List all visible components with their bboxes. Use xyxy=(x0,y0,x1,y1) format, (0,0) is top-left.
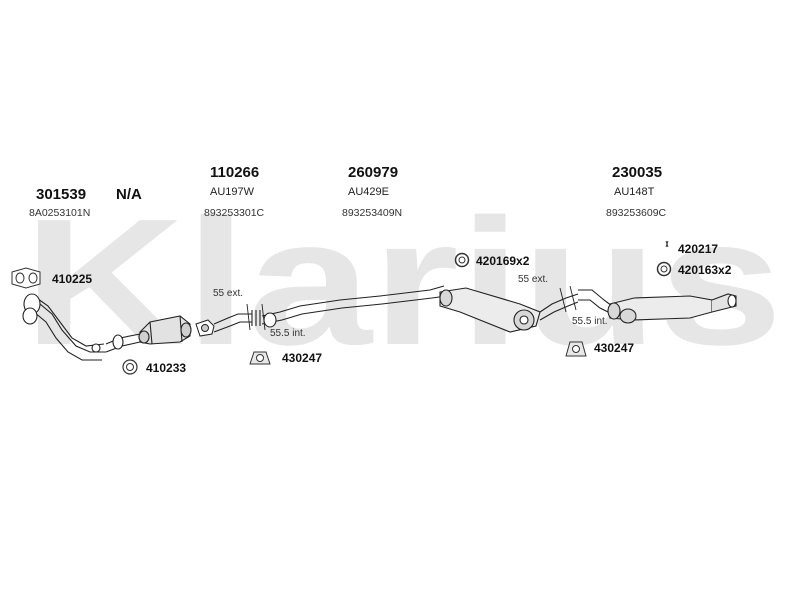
watermark-logo: Klarius xyxy=(18,182,788,383)
accessory-part-no: 420163x2 xyxy=(678,263,732,277)
group-part-no: 230035 xyxy=(612,164,663,181)
gasket-410225-icon xyxy=(11,267,41,289)
front-pipe xyxy=(213,303,266,333)
group-part-no: N/A xyxy=(116,186,142,203)
accessory-part-no: 430247 xyxy=(282,351,323,365)
group-part-no: 260979 xyxy=(348,164,399,181)
group-ref-code: AU148T xyxy=(614,186,655,198)
rear-silencer xyxy=(607,293,737,324)
hanger-430247-icon-2 xyxy=(565,341,587,357)
middle-silencer xyxy=(439,287,541,333)
intermediate-pipe-1 xyxy=(105,333,141,353)
group-part-no: 110266 xyxy=(210,164,260,181)
ring-420169-icon xyxy=(454,252,470,268)
catalytic-converter xyxy=(138,315,192,345)
dimension-label: 55 ext. xyxy=(518,274,549,285)
group-oem: 893253301C xyxy=(204,207,265,219)
flange-gasket xyxy=(195,319,215,337)
accessory-part-no: 410225 xyxy=(52,272,93,286)
rear-intermediate-pipe xyxy=(539,285,613,321)
group-ref-code: AU197W xyxy=(210,186,255,198)
group-part-no: 301539 xyxy=(36,186,87,203)
watermark-text: Klarius xyxy=(23,206,783,366)
group-oem: 893253609C xyxy=(606,207,667,219)
front-downpipe xyxy=(22,293,106,361)
accessory-part-no: 410233 xyxy=(146,361,187,375)
ring-410233-icon xyxy=(122,359,138,375)
clamp-420217-icon xyxy=(665,240,669,248)
group-ref-code: AU429E xyxy=(348,186,389,198)
group-oem: 8A0253101N xyxy=(29,207,91,219)
ring-420163-icon xyxy=(656,261,672,277)
middle-pipe xyxy=(261,285,447,328)
group-oem: 893253409N xyxy=(342,207,403,219)
accessory-part-no: 430247 xyxy=(594,341,635,355)
dimension-label: 55 ext. xyxy=(213,288,244,299)
hanger-430247-icon-1 xyxy=(249,351,271,365)
dimension-label: 55.5 int. xyxy=(572,316,608,327)
dimension-label: 55.5 int. xyxy=(270,328,306,339)
accessory-part-no: 420217 xyxy=(678,242,719,256)
accessory-part-no: 420169x2 xyxy=(476,254,530,268)
